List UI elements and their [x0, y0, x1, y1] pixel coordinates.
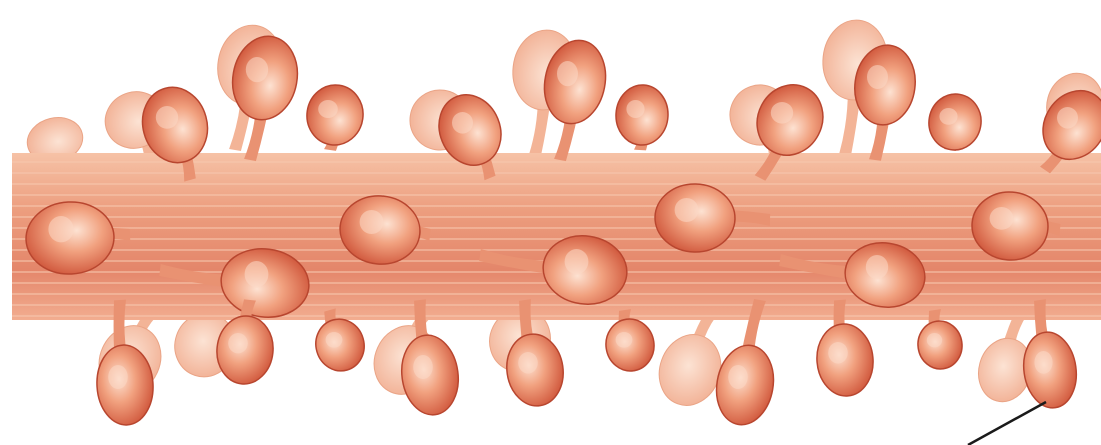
spine-highlight: [48, 216, 73, 242]
spine-highlight: [246, 57, 268, 82]
spine-highlight: [360, 210, 384, 234]
spine-highlight: [866, 255, 888, 279]
dendritic-spine: [614, 84, 669, 151]
spine-highlight: [413, 355, 433, 379]
spine-highlight: [771, 102, 793, 124]
dendritic-spine: [924, 90, 985, 154]
dendrite-shaft: [12, 153, 1101, 320]
spine-highlight: [1034, 351, 1052, 374]
dendritic-spine: [303, 81, 367, 151]
spine-highlight: [245, 261, 269, 287]
pointer-line: [968, 402, 1046, 445]
spine-highlight: [616, 332, 633, 348]
spine-highlight: [318, 100, 338, 118]
spine-highlight: [675, 198, 699, 222]
spine-highlight: [728, 365, 748, 389]
spine-highlight: [452, 112, 473, 134]
spine-highlight: [867, 65, 888, 89]
spine-highlight: [565, 249, 589, 274]
spine-highlight: [228, 333, 248, 353]
spine-highlight: [939, 108, 957, 125]
spine-highlight: [557, 61, 578, 86]
spine-highlight: [108, 365, 128, 389]
spine-highlight: [626, 100, 644, 118]
spine-highlight: [156, 106, 178, 129]
spine-highlight: [828, 342, 848, 364]
spine-highlight: [990, 207, 1014, 230]
spine-highlight: [518, 352, 538, 374]
spine-highlight: [326, 332, 343, 348]
spine-highlight: [927, 333, 942, 347]
spine-highlight: [1057, 107, 1078, 129]
